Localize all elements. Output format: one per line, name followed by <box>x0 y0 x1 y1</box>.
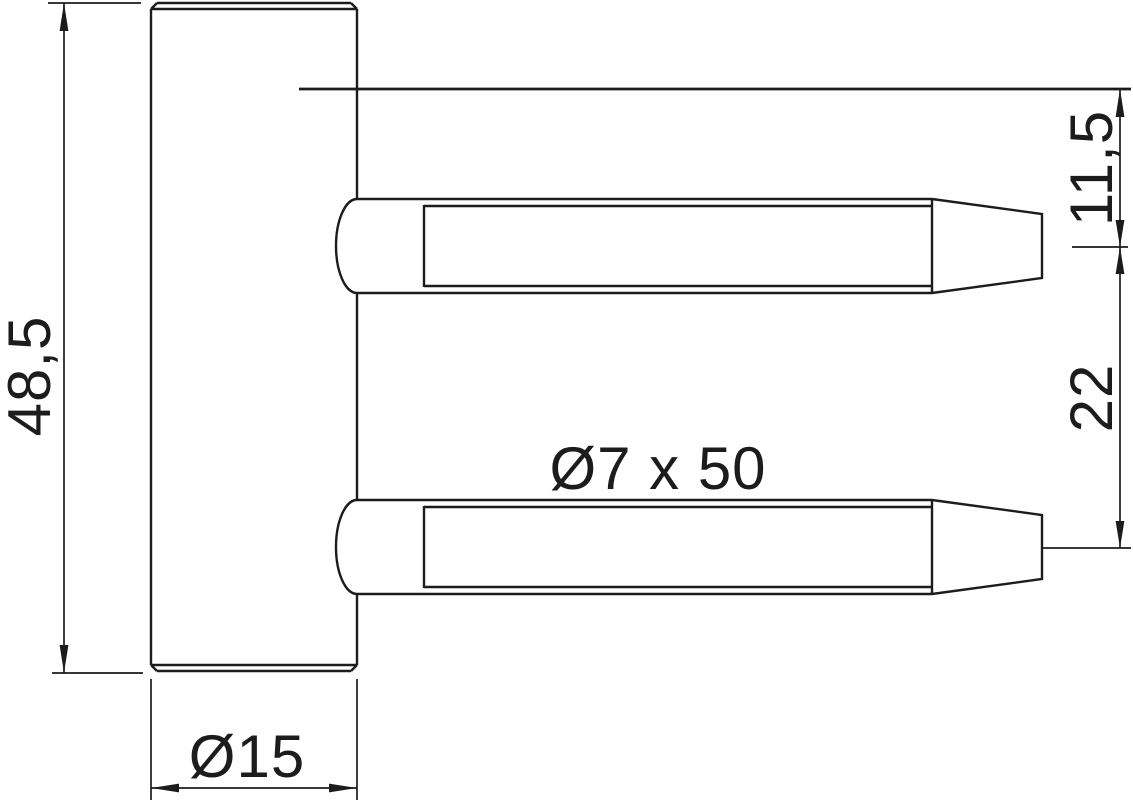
top-offset-label: 11,5 <box>1058 110 1125 226</box>
upper-pin-thread-lines <box>424 204 932 288</box>
barrel-diameter-arrow-right <box>329 783 357 793</box>
lower-pin-body <box>334 498 932 596</box>
overall-height-arrow-down <box>59 645 69 673</box>
top-offset-arrow-up <box>1115 89 1125 117</box>
pin-spacing-label: 22 <box>1058 364 1125 433</box>
dimension-right-stack: 11,5 22 <box>299 87 1131 549</box>
dimension-barrel-diameter: Ø15 <box>150 679 358 800</box>
overall-height-label: 48,5 <box>0 316 63 437</box>
lower-pin <box>334 498 1044 596</box>
lower-pin-tip <box>930 498 1044 596</box>
hinge-barrel <box>149 1 359 673</box>
upper-pin <box>334 197 1044 295</box>
barrel-diameter-extension-lines <box>150 679 358 800</box>
barrel-bottom-face <box>150 663 358 673</box>
barrel-top-face <box>150 1 358 11</box>
upper-pin-body <box>334 197 932 295</box>
pin-spacing-arrow-up <box>1115 247 1125 274</box>
lower-pin-thread-lines <box>424 505 932 589</box>
barrel-diameter-arrow-left <box>151 783 179 793</box>
top-offset-arrow-down <box>1115 220 1125 247</box>
pin-spec-label: Ø7 x 50 <box>549 435 766 502</box>
barrel-diameter-label: Ø15 <box>189 723 305 790</box>
overall-height-arrow-up <box>59 3 69 31</box>
pin-spacing-arrow-down <box>1115 521 1125 548</box>
upper-pin-tip <box>930 197 1044 295</box>
dimension-overall-height: 48,5 <box>0 2 143 674</box>
